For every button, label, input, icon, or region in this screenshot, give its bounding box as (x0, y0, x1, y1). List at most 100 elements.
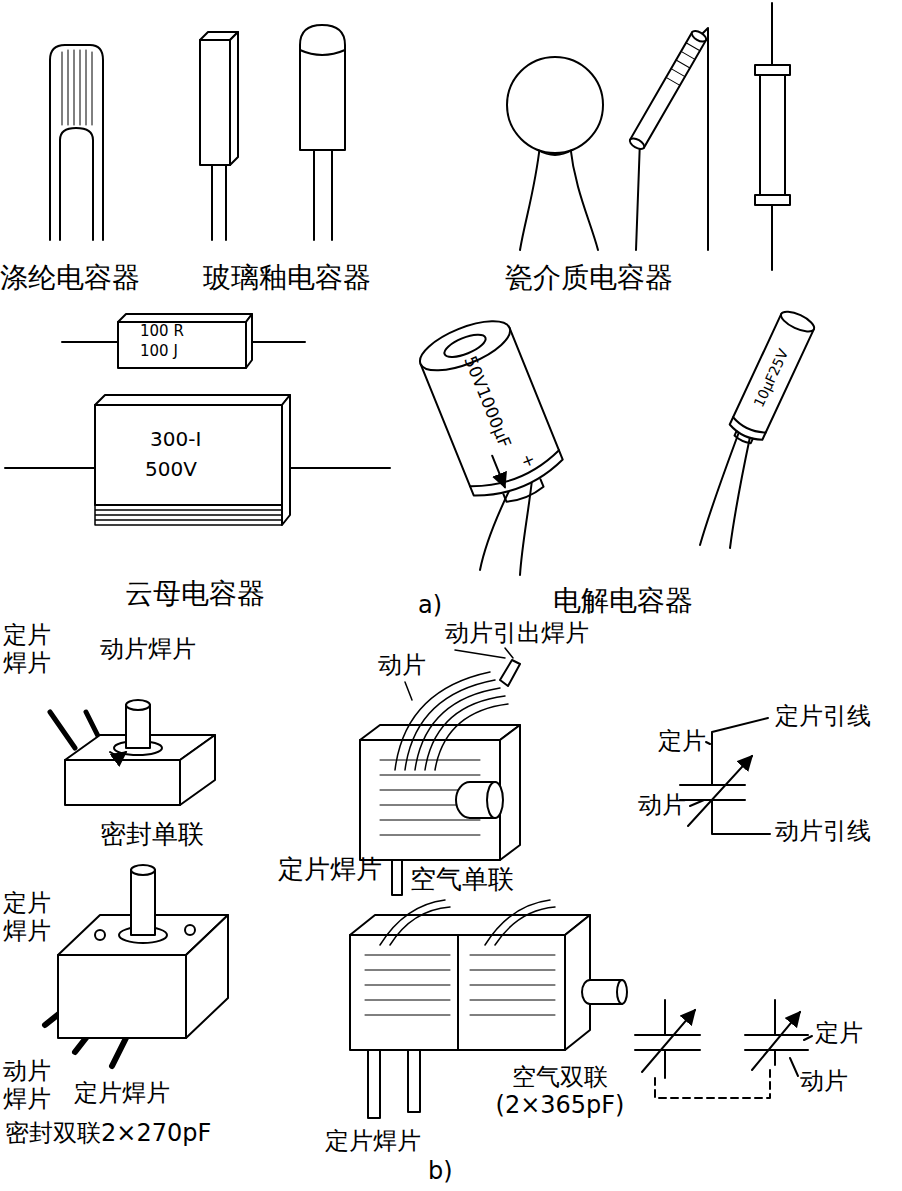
mica-capacitor (95, 505, 282, 525)
sealed-double-variable-capacitor (95, 930, 105, 940)
ceramic-capacitor (628, 136, 646, 151)
sealed-double-variable-capacitor (185, 925, 195, 935)
air-double-variable-capacitor (380, 900, 555, 945)
double-variable-capacitor-symbol (635, 1000, 700, 1078)
electrolytic-capacitor (503, 479, 544, 504)
leader-line (455, 650, 505, 658)
electrolytic-capacitor (470, 450, 563, 495)
marking-text: 100 J (140, 343, 178, 360)
caption-label: 涤纶电容器 (0, 262, 140, 294)
ceramic-capacitor (760, 65, 785, 205)
part-label: 动片 (378, 652, 426, 680)
caption-label: 云母电容器 (125, 578, 265, 610)
part-label: 定片引线 (775, 703, 871, 731)
variable-capacitor-symbol (690, 800, 704, 806)
mica-capacitor (118, 314, 252, 322)
part-label: 动片引线 (775, 818, 871, 846)
ceramic-capacitor (666, 43, 700, 86)
glass-glaze-capacitor (300, 25, 345, 150)
leader-line (405, 682, 412, 700)
caption-label: 密封单联 (100, 820, 204, 850)
electrolytic-capacitor (442, 330, 489, 361)
air-single-variable-capacitor (500, 660, 520, 686)
glass-glaze-capacitor (314, 150, 332, 240)
part-label: 动片 (638, 792, 686, 820)
variable-capacitor-symbol (706, 742, 710, 744)
ceramic-capacitor (507, 57, 603, 153)
part-label: 定片焊片 (3, 622, 51, 677)
sealed-double-variable-capacitor (186, 915, 228, 1038)
polyester-capacitor (60, 128, 93, 240)
glass-glaze-capacitor (200, 40, 230, 165)
air-double-variable-capacitor (350, 915, 590, 935)
double-variable-capacitor-symbol (752, 1012, 800, 1070)
air-single-variable-capacitor (505, 648, 513, 658)
sealed-single-variable-capacitor (110, 752, 126, 755)
double-variable-capacitor-symbol (635, 1000, 812, 1098)
electrolytic-capacitor (726, 308, 817, 449)
mica-capacitor (5, 314, 390, 525)
part-label: 动片 (800, 1068, 848, 1096)
air-single-variable-capacitor (360, 725, 520, 740)
sealed-single-variable-capacitor (50, 700, 215, 805)
electrolytic-capacitor (700, 308, 817, 548)
variable-capacitor-symbol (712, 718, 768, 785)
part-label: 动片焊片 (100, 636, 196, 664)
sealed-double-variable-capacitor (45, 865, 228, 1066)
electrolytic-capacitor (414, 311, 571, 515)
sealed-single-variable-capacitor (126, 705, 150, 748)
part-label: 定片焊片 (278, 855, 382, 885)
part-label: 定片焊片 (325, 1128, 421, 1156)
ceramic-capacitor (755, 195, 790, 205)
double-variable-capacitor-symbol (745, 1000, 808, 1065)
air-double-variable-capacitor (617, 980, 627, 1004)
ceramic-capacitor (628, 29, 708, 151)
ceramic-capacitor (630, 32, 706, 147)
ceramic-capacitor (538, 150, 572, 155)
polyester-capacitor (50, 45, 103, 240)
glass-glaze-capacitor (200, 25, 345, 240)
figure-label: a) (418, 592, 442, 620)
double-variable-capacitor-symbol (642, 1010, 695, 1072)
air-double-variable-capacitor (350, 935, 565, 1050)
electrolytic-capacitor (492, 456, 505, 488)
variable-capacitor-symbol (688, 756, 752, 826)
electrolytic-capacitor (778, 308, 817, 336)
part-label: 动片引出焊片 (445, 620, 589, 648)
air-single-variable-capacitor (392, 858, 402, 895)
sealed-double-variable-capacitor (131, 865, 155, 875)
figure-label: b) (428, 1158, 453, 1186)
electrolytic-capacitor (414, 311, 571, 575)
glass-glaze-capacitor (212, 165, 226, 240)
air-double-variable-capacitor (368, 1048, 420, 1118)
air-single-variable-capacitor (360, 740, 500, 860)
marking-text: 300-Ⅰ (150, 428, 201, 451)
sealed-single-variable-capacitor (126, 700, 150, 710)
mica-capacitor (95, 405, 282, 505)
caption-label: 瓷介质电容器 (505, 262, 673, 294)
polyester-capacitor (50, 45, 103, 240)
caption-label: 密封双联2×270pF (5, 1120, 211, 1148)
ceramic-capacitor (507, 3, 790, 270)
caption-label: 电解电容器 (553, 585, 693, 617)
variable-capacitor-symbol (712, 800, 770, 834)
part-label: 定片焊片 (74, 1080, 170, 1108)
glass-glaze-capacitor (300, 50, 345, 55)
part-label: 定片 (658, 728, 706, 756)
marking-text: 500V (145, 458, 197, 481)
air-single-variable-capacitor (395, 672, 508, 770)
caption-label: 空气单联 (410, 865, 514, 895)
caption-label: 玻璃釉电容器 (203, 262, 371, 294)
air-double-variable-capacitor (457, 935, 459, 1050)
air-double-variable-capacitor (365, 955, 555, 1015)
mica-capacitor (246, 314, 252, 368)
ceramic-capacitor (520, 145, 598, 250)
sealed-double-variable-capacitor (131, 870, 155, 935)
part-label: 定片 (815, 1020, 863, 1048)
marking-text: 100 R (140, 323, 184, 340)
air-single-variable-capacitor (360, 648, 520, 895)
sealed-single-variable-capacitor (65, 760, 180, 805)
double-variable-capacitor-symbol (655, 1068, 770, 1098)
polyester-capacitor (62, 50, 92, 125)
capacitor-illustration (5, 3, 817, 1118)
